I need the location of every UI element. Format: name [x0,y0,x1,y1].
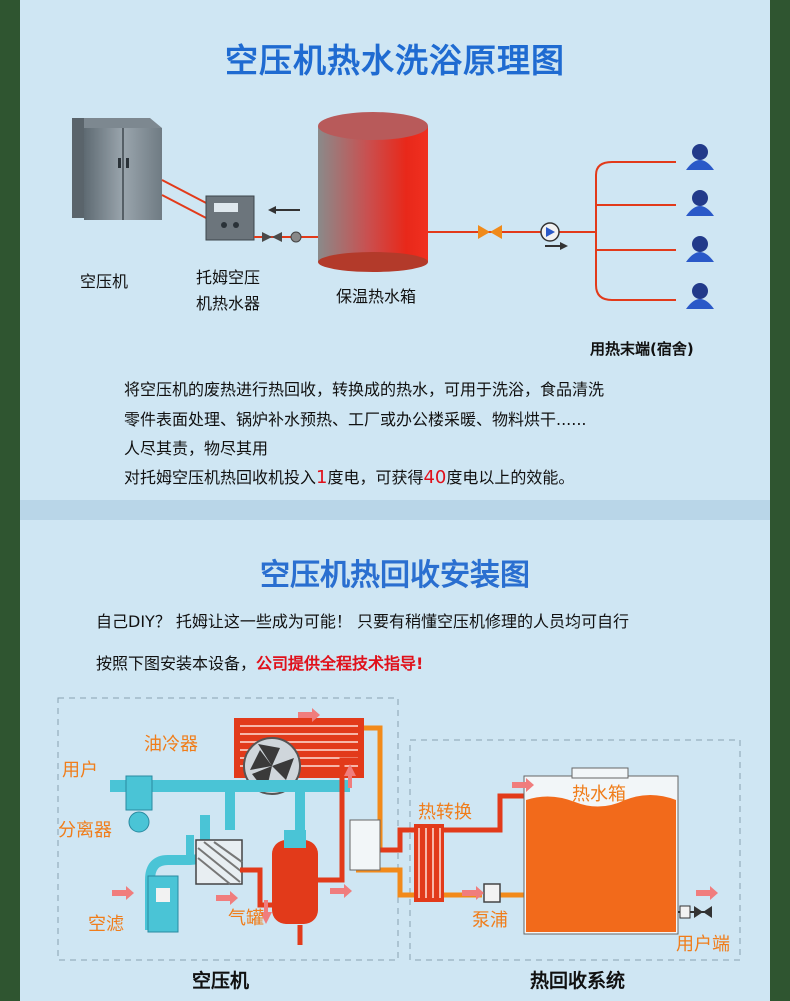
separator [125,775,153,833]
heat-exchanger [414,824,444,902]
pump-label: 泵浦 [472,910,508,931]
gas-tank-label: 气罐 [228,908,264,929]
desc-line4-e: 度电以上的效能。 [446,468,575,487]
install-title: 空压机热回收安装图 [260,558,530,593]
desc-line4-c: 度电，可获得 [327,468,424,487]
install-intro2: 按照下图安装本设备，公司提供全程技术指导! [96,650,423,674]
desc-line4-a: 对托姆空压机热回收机投入 [124,468,317,487]
user-end-label: 用户端 [676,934,730,955]
compressor-section-label: 空压机 [192,970,250,992]
oil-cooler-label: 油冷器 [144,734,198,755]
install-intro1: 自己DIY？ 托姆让这一些成为可能！ 只要有稍懂空压机修理的人员均可自行 [96,612,629,631]
user-icon [686,236,714,262]
separator-label: 分离器 [58,820,112,841]
user-icon [686,283,714,309]
heater-label-line1: 托姆空压 [196,268,261,287]
hot-water-tank-top [318,112,428,272]
desc-input-value: 1 [316,467,328,488]
desc-output-value: 40 [423,467,447,488]
pump [483,883,501,903]
user-icon [686,144,714,170]
user-icon [686,190,714,216]
air-filter [147,875,179,933]
heat-exchanger-label: 热转换 [418,802,472,823]
install-intro2-b: 公司提供全程技术指导! [256,654,424,673]
heater-label-line2: 机热水器 [196,294,261,313]
user-label: 用户 [62,760,98,781]
compressor-cabinet [72,118,162,220]
desc-line1: 将空压机的废热进行热回收，转换成的热水，可用于洗浴，食品清洗 [124,380,605,399]
air-filter-label: 空滤 [88,914,124,935]
tank-label: 保温热水箱 [336,287,417,306]
motor-block [195,839,243,885]
hot-water-tank [523,767,679,935]
install-intro2-a: 按照下图安装本设备， [96,654,257,673]
desc-line2: 零件表面处理、锅炉补水预热、工厂或办公楼采暖、物料烘干...... [124,410,587,429]
end-user-label: 用热末端(宿舍) [590,340,694,358]
desc-line3: 人尽其责，物尽其用 [124,439,269,458]
heater-unit [205,195,255,241]
panel-divider [20,500,770,520]
compressor-label: 空压机 [80,272,129,291]
principle-title: 空压机热水洗浴原理图 [225,41,565,80]
recovery-system-label: 热回收系统 [530,970,626,992]
hot-water-tank-label: 热水箱 [572,784,626,805]
gas-tank [272,830,318,924]
desc-line4: 对托姆空压机热回收机投入1度电，可获得40度电以上的效能。 [124,464,574,488]
